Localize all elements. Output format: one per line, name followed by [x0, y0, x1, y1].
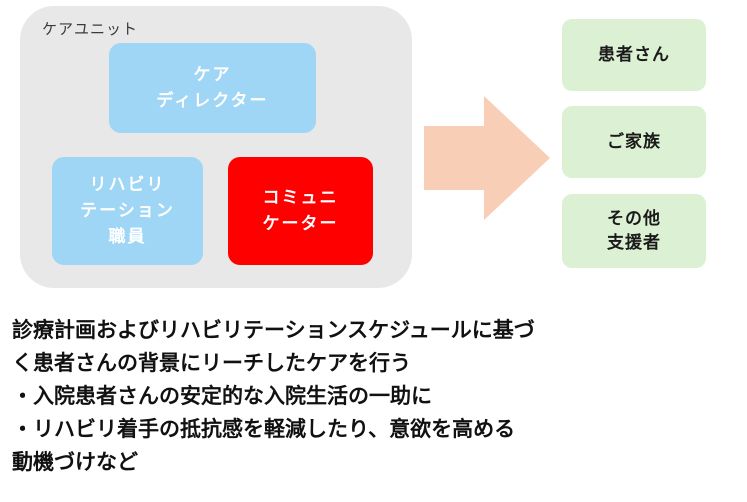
description-line-5: 動機づけなど [12, 450, 138, 474]
rehab-staff-line-2: テーション [80, 201, 175, 221]
right-arrow-icon [424, 96, 550, 220]
target-family-box: ご家族 [562, 106, 706, 178]
care-unit-container: ケアユニット ケア ディレクター リハビリ テーション 職員 コミュニ ケーター [20, 6, 412, 288]
rehab-staff-line-1: リハビリ [89, 175, 166, 195]
target-support-line-2: 支援者 [607, 233, 661, 253]
care-unit-label: ケアユニット [42, 20, 139, 38]
rehab-staff-line-3: 職員 [108, 227, 147, 247]
target-support-box: その他 支援者 [562, 194, 706, 268]
target-support-line-1: その他 [607, 209, 661, 229]
communicator-line-2: ケーター [262, 214, 339, 234]
target-family-label: ご家族 [607, 132, 661, 152]
care-director-box: ケア ディレクター [109, 43, 316, 133]
target-patient-label: 患者さん [598, 45, 670, 65]
communicator-box: コミュニ ケーター [228, 157, 373, 265]
description-line-4: ・リハビリ着手の抵抗感を軽減したり、意欲を高める [12, 417, 516, 441]
description-text: 診療計画およびリハビリテーションスケジュールに基づ く患者さんの背景にリーチした… [12, 314, 742, 479]
care-director-line-2: ディレクター [156, 91, 269, 111]
target-patient-box: 患者さん [562, 19, 706, 91]
description-line-2: く患者さんの背景にリーチしたケアを行う [12, 351, 411, 375]
description-line-3: ・入院患者さんの安定的な入院生活の一助に [12, 384, 432, 408]
communicator-line-1: コミュニ [262, 188, 339, 208]
rehab-staff-box: リハビリ テーション 職員 [52, 157, 203, 265]
care-director-line-1: ケア [193, 65, 232, 85]
description-line-1: 診療計画およびリハビリテーションスケジュールに基づ [12, 318, 535, 342]
